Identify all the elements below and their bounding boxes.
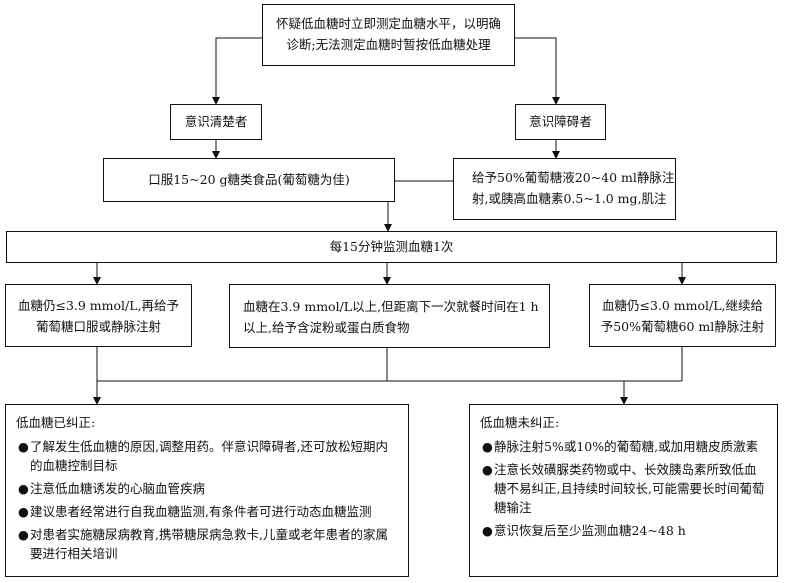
list-item: ●了解发生低血糖的原因,调整用药。伴意识障碍者,还可放松短期内的血糖控制目标 [16, 437, 398, 475]
list-item: ●注意低血糖诱发的心脑血管疾病 [16, 479, 398, 498]
corrected-item-4: 对患者实施糖尿病教育,携带糖尿病急救卡,儿童或老年患者的家属要进行相关培训 [30, 527, 388, 561]
arrow-top-to-impaired [515, 37, 560, 105]
list-item: ●静脉注射5%或10%的葡萄糖,或加用糖皮质激素 [480, 437, 767, 456]
center-mid-box: 血糖在3.9 mmol/L以上,但距离下一次就餐时间在1 h 以上,给予含淀粉或… [229, 284, 550, 348]
center-mid-line-2: 以上,给予含淀粉或蛋白质食物 [243, 320, 410, 335]
bullet-icon: ● [18, 481, 29, 496]
corrected-box: 低血糖已纠正: ●了解发生低血糖的原因,调整用药。伴意识障碍者,还可放松短期内的… [5, 404, 409, 577]
left-mid-line-1: 血糖仍≤3.9 mmol/L,再给予 [17, 298, 180, 313]
iv-line-2: 射,或胰高血糖素0.5~1.0 mg,肌注 [472, 191, 667, 206]
corrected-list: ●了解发生低血糖的原因,调整用药。伴意识障碍者,还可放松短期内的血糖控制目标 ●… [16, 437, 398, 563]
corrected-item-3: 建议患者经常进行自我血糖监测,有条件者可进行动态血糖监测 [30, 504, 372, 519]
uncorrected-list: ●静脉注射5%或10%的葡萄糖,或加用糖皮质激素 ●注意长效磺脲类药物或中、长效… [480, 437, 767, 540]
corrected-title: 低血糖已纠正: [16, 415, 96, 430]
iv-line-1: 给予50%葡萄糖液20~40 ml静脉注 [472, 170, 675, 185]
bullet-icon: ● [18, 504, 29, 519]
corrected-item-1: 了解发生低血糖的原因,调整用药。伴意识障碍者,还可放松短期内的血糖控制目标 [30, 439, 388, 473]
monitor-text: 每15分钟监测血糖1次 [329, 239, 454, 254]
right-mid-line-2: 予50%葡萄糖60 ml静脉注射 [600, 319, 765, 334]
monitor-box: 每15分钟监测血糖1次 [6, 231, 777, 263]
conscious-label: 意识清楚者 [184, 114, 248, 129]
list-item: ●对患者实施糖尿病教育,携带糖尿病急救卡,儿童或老年患者的家属要进行相关培训 [16, 525, 398, 563]
right-mid-line-1: 血糖仍≤3.0 mmol/L,继续给 [601, 298, 764, 313]
uncorrected-box: 低血糖未纠正: ●静脉注射5%或10%的葡萄糖,或加用糖皮质激素 ●注意长效磺脲… [469, 404, 778, 577]
center-mid-line-1: 血糖在3.9 mmol/L以上,但距离下一次就餐时间在1 h [243, 299, 539, 314]
bullet-icon: ● [482, 523, 493, 538]
conscious-box: 意识清楚者 [170, 104, 262, 140]
impaired-box: 意识障碍者 [515, 104, 606, 140]
top-line-1: 怀疑低血糖时立即测定血糖水平，以明确 [275, 16, 501, 31]
bullet-icon: ● [18, 527, 29, 542]
left-mid-box: 血糖仍≤3.9 mmol/L,再给予 葡萄糖口服或静脉注射 [5, 284, 192, 347]
uncorrected-title: 低血糖未纠正: [480, 415, 560, 430]
list-item: ●建议患者经常进行自我血糖监测,有条件者可进行动态血糖监测 [16, 502, 398, 521]
list-item: ●意识恢复后至少监测血糖24~48 h [480, 521, 767, 540]
uncorrected-item-1: 静脉注射5%或10%的葡萄糖,或加用糖皮质激素 [494, 439, 759, 454]
arrow-top-to-conscious [212, 37, 262, 105]
corrected-item-2: 注意低血糖诱发的心脑血管疾病 [30, 481, 206, 496]
top-box: 怀疑低血糖时立即测定血糖水平，以明确 诊断;无法测定血糖时暂按低血糖处理 [262, 4, 515, 66]
bullet-icon: ● [482, 462, 493, 477]
right-mid-box: 血糖仍≤3.0 mmol/L,继续给 予50%葡萄糖60 ml静脉注射 [589, 284, 776, 347]
oral-box: 口服15~20 g糖类食品(葡萄糖为佳) [103, 158, 395, 202]
iv-box: 给予50%葡萄糖液20~40 ml静脉注 射,或胰高血糖素0.5~1.0 mg,… [453, 158, 676, 220]
bullet-icon: ● [18, 439, 29, 454]
impaired-label: 意识障碍者 [529, 114, 592, 129]
bullet-icon: ● [482, 439, 493, 454]
uncorrected-item-3: 意识恢复后至少监测血糖24~48 h [494, 523, 686, 538]
list-item: ●注意长效磺脲类药物或中、长效胰岛素所致低血糖不易纠正,且持续时间较长,可能需要… [480, 460, 767, 517]
left-mid-line-2: 葡萄糖口服或静脉注射 [35, 319, 161, 334]
top-line-2: 诊断;无法测定血糖时暂按低血糖处理 [286, 37, 491, 52]
uncorrected-item-2: 注意长效磺脲类药物或中、长效胰岛素所致低血糖不易纠正,且持续时间较长,可能需要长… [494, 462, 765, 515]
oral-text: 口服15~20 g糖类食品(葡萄糖为佳) [148, 172, 350, 187]
